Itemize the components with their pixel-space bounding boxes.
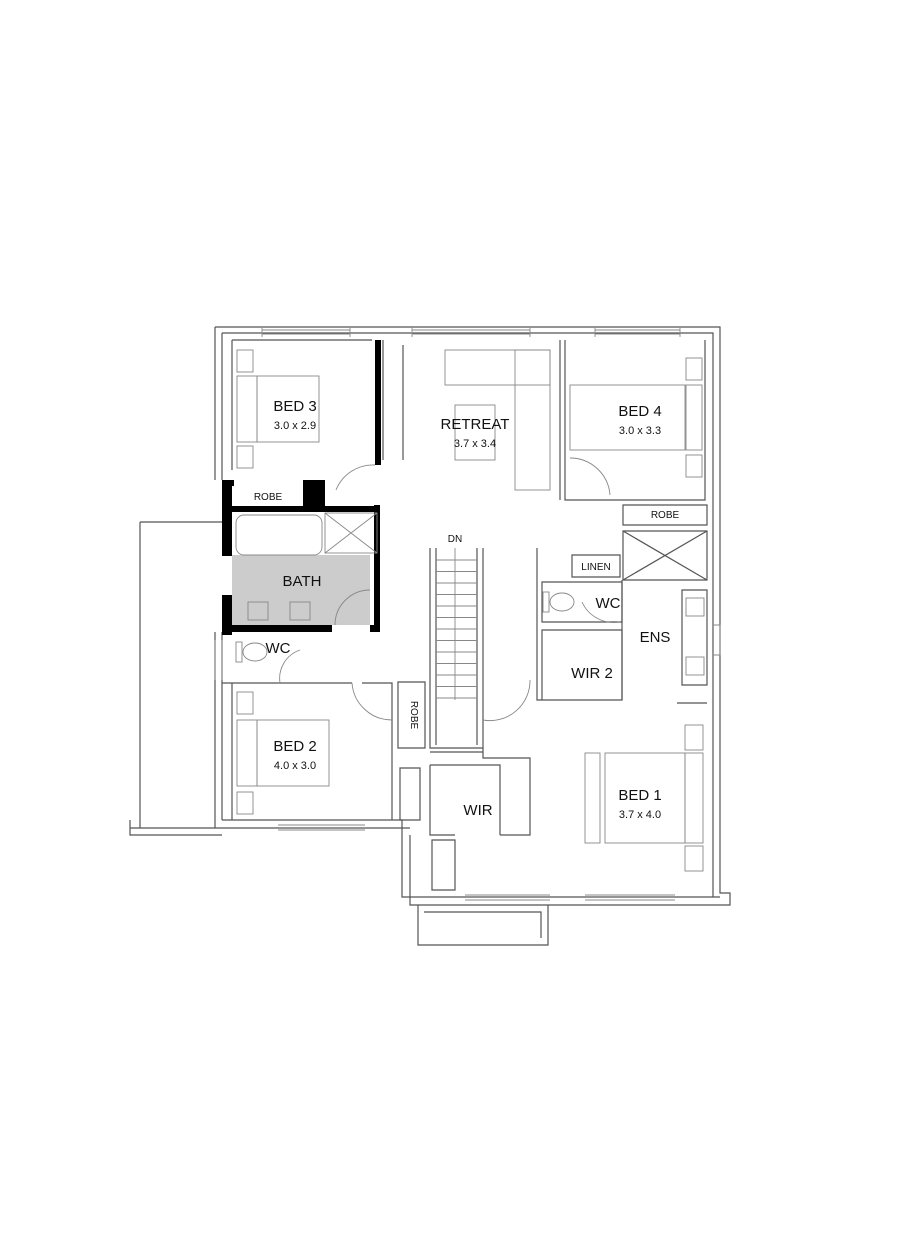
room-size-retreat: 3.7 x 3.4: [454, 438, 496, 450]
room-name-bed2: BED 2: [273, 738, 316, 755]
furniture: [235, 349, 705, 872]
stair-treads: [436, 548, 477, 700]
bath-walls: [222, 340, 381, 635]
room-size-bed1: 3.7 x 4.0: [619, 809, 661, 821]
label-linen: LINEN: [581, 562, 610, 573]
room-name-bed1: BED 1: [618, 787, 661, 804]
room-size-bed2: 4.0 x 3.0: [274, 760, 316, 772]
label-wir2: WIR 2: [571, 665, 613, 682]
label-ens: ENS: [640, 629, 671, 646]
room-name-bed3: BED 3: [273, 398, 316, 415]
room-size-bed3: 3.0 x 2.9: [274, 420, 316, 432]
windows: [214, 327, 721, 901]
label-bath: BATH: [283, 573, 322, 590]
label-robe-bed4: ROBE: [651, 510, 680, 521]
room-name-retreat: RETREAT: [441, 416, 510, 433]
label-dn: DN: [448, 534, 462, 545]
interior-walls: [222, 339, 708, 891]
room-labels: BED 3 3.0 x 2.9 RETREAT 3.7 x 3.4 BED 4 …: [254, 398, 680, 821]
room-name-bed4: BED 4: [618, 403, 661, 420]
label-robe-bed3: ROBE: [254, 492, 283, 503]
label-wc-right: WC: [596, 595, 621, 612]
label-wir: WIR: [463, 802, 492, 819]
bath-floor: [232, 555, 370, 625]
room-size-bed4: 3.0 x 3.3: [619, 425, 661, 437]
label-wc-left: WC: [266, 640, 291, 657]
label-robe-bed2: ROBE: [408, 701, 419, 730]
